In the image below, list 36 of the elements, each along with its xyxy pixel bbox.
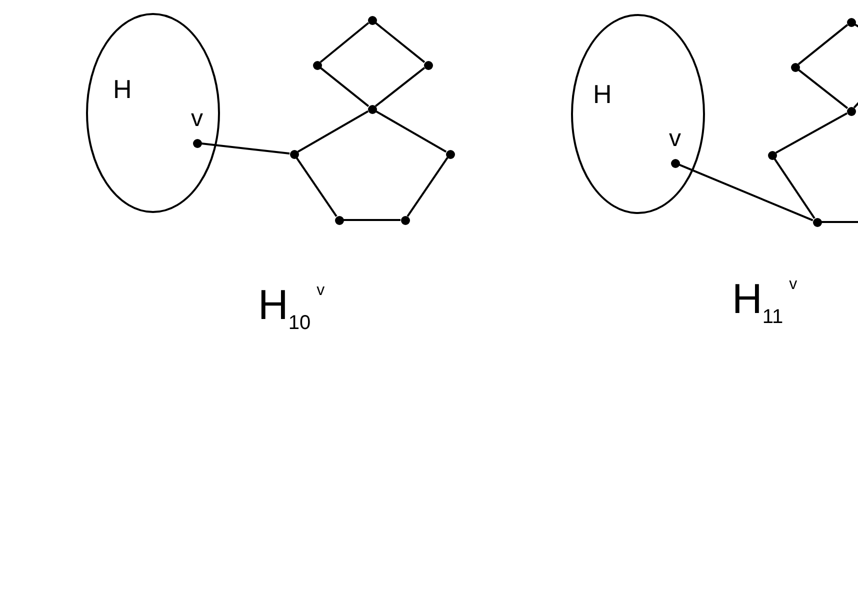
graph-vertex (768, 150, 776, 160)
graph-edge (297, 110, 369, 153)
graph-vertex (812, 218, 822, 226)
graph-edge (374, 22, 426, 63)
set-ellipse (571, 14, 705, 214)
graph-edge (320, 22, 370, 63)
set-label: H (593, 81, 612, 107)
graph-vertex (192, 138, 202, 148)
graph-edge (344, 219, 400, 221)
graph-edge (678, 164, 814, 222)
graph-vertex (424, 60, 432, 70)
vertex-label: v (669, 127, 681, 151)
graph-vertex (400, 216, 410, 224)
graph-vertex (334, 216, 344, 224)
graph-edge (374, 67, 426, 107)
graph-edge (201, 142, 290, 154)
graph-vertex (312, 60, 322, 70)
set-label: H (113, 76, 132, 102)
graph-vertex (368, 16, 376, 24)
graph-edge (822, 221, 858, 223)
graph-vertex (670, 158, 680, 168)
graph-edge (320, 67, 370, 107)
graph-edge (774, 158, 816, 219)
graph-vertex (290, 150, 298, 158)
graph-vertex (790, 62, 800, 72)
graph-vertex (368, 104, 376, 114)
graph-edge (375, 110, 447, 153)
graph-edge (798, 24, 848, 65)
vertex-label: v (191, 107, 203, 131)
graph-edge (775, 112, 848, 154)
graph-vertex (446, 150, 454, 158)
graph-vertex (846, 18, 856, 26)
graph-edge (406, 157, 448, 217)
graph-edge (798, 69, 848, 109)
graph-edge (296, 157, 338, 217)
set-ellipse (86, 13, 220, 213)
